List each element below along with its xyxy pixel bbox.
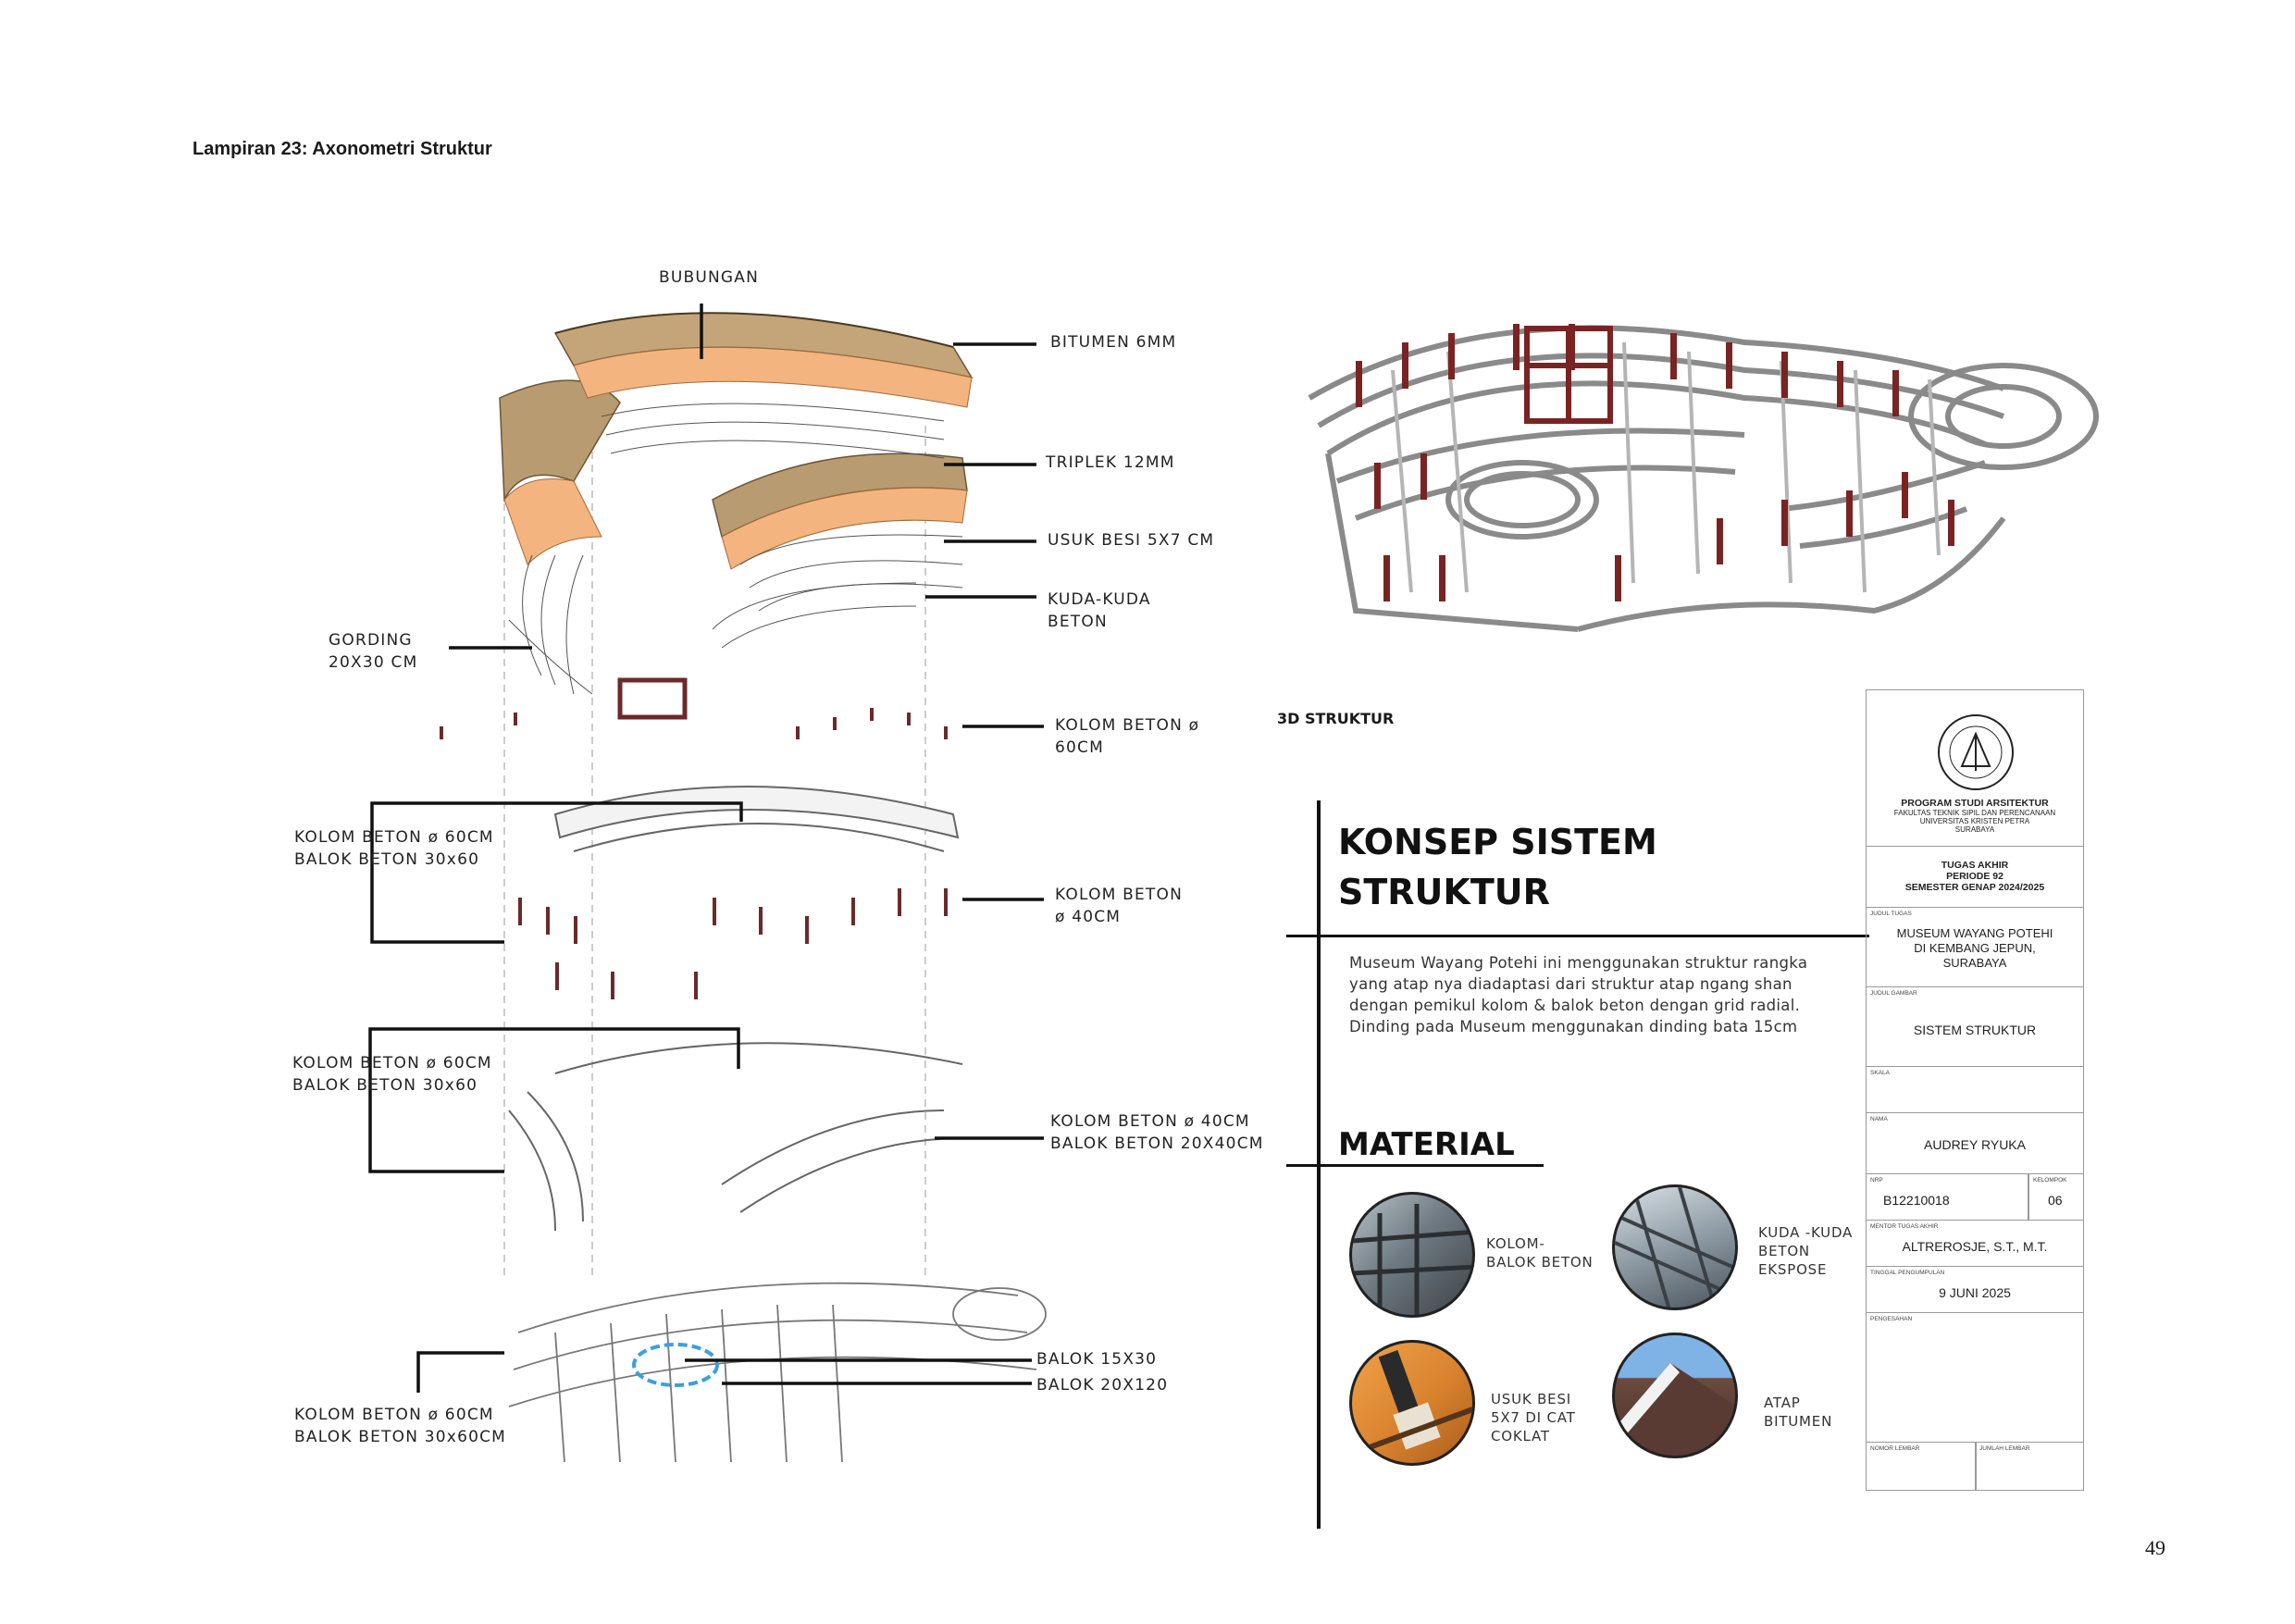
tb-judul-gambar: SISTEM STRUKTUR: [1913, 1023, 2037, 1037]
tb-city: SURABAYA: [1954, 825, 1995, 834]
roof-layer-bitumen: [499, 312, 974, 539]
tb-university: UNIVERSITAS KRISTEN PETRA: [1919, 817, 2030, 825]
tb-skala-label: SKALA: [1870, 1070, 1890, 1076]
label-triplek: TRIPLEK 12MM: [1046, 453, 1175, 472]
label-3d-struktur: 3D STRUKTUR: [1277, 710, 1395, 727]
3d-grid: [1391, 341, 1941, 593]
tb-skala-cell: SKALA: [1867, 1066, 2083, 1112]
material-label-usuk-besi: USUK BESI 5X7 DI CAT COKLAT: [1491, 1391, 1576, 1444]
beam-level-2: [553, 786, 960, 852]
material-label-kuda-kuda: KUDA -KUDA BETON EKSPOSE: [1758, 1224, 1854, 1278]
column-layer-top: [440, 677, 948, 739]
tb-faculty: FAKULTAS TEKNIK SIPIL DAN PERENCANAAN: [1893, 809, 2056, 817]
tb-pengesahan-cell: PENGESAHAN: [1867, 1312, 2083, 1442]
column-layer-2: [518, 888, 948, 999]
konsep-title: KONSEP SISTEM STRUKTUR: [1338, 822, 1657, 912]
university-seal-icon: [1938, 714, 2014, 790]
tb-tugas-1: TUGAS AKHIR: [1941, 860, 2009, 871]
tb-nrp-divider: [2028, 1174, 2029, 1221]
material-underline: [1286, 1164, 1544, 1167]
material-image-usuk-besi: [1349, 1340, 1475, 1466]
konsep-paragraph: Museum Wayang Potehi ini menggunakan str…: [1349, 954, 1808, 1035]
label-kolom-balok-3: KOLOM BETON ø 60CM BALOK BETON 30x60CM: [294, 1406, 507, 1446]
material-title: MATERIAL: [1338, 1126, 1515, 1163]
tb-nama: AUDREY RYUKA: [1924, 1137, 2026, 1152]
tb-mentor-cell: MENTOR TUGAS AKHIR ALTREROSJE, S.T., M.T…: [1867, 1220, 2083, 1266]
tb-kelompok-label: KELOMPOK: [2033, 1177, 2067, 1184]
material-image-kuda-kuda: [1612, 1184, 1738, 1310]
tb-lembar-cell: NOMOR LEMBAR JUMLAH LEMBAR: [1867, 1442, 2083, 1491]
tb-mentor: ALTREROSJE, S.T., M.T.: [1902, 1239, 2048, 1254]
label-kuda-kuda: KUDA-KUDA BETON: [1048, 590, 1151, 631]
title-block: PROGRAM STUDI ARSITEKTUR FAKULTAS TEKNIK…: [1866, 689, 2084, 1491]
material-label-atap-bitumen: ATAP BITUMEN: [1764, 1395, 1833, 1430]
tb-tanggal-label: TINGGAL PENGUMPULAN: [1870, 1270, 1945, 1276]
leader-lines: [368, 304, 1044, 1393]
material-image-atap-bitumen: [1612, 1333, 1738, 1458]
tb-nrp-label: NRP: [1870, 1177, 1883, 1184]
tb-tugas-cell: TUGAS AKHIR PERIODE 92 SEMESTER GENAP 20…: [1867, 846, 2083, 907]
tb-nomor-label: NOMOR LEMBAR: [1870, 1445, 1920, 1452]
3d-beams: [1308, 325, 2099, 632]
tb-kelompok: 06: [2048, 1193, 2063, 1208]
tb-judul-tugas: MUSEUM WAYANG POTEHI DI KEMBANG JEPUN, S…: [1896, 926, 2053, 970]
label-gording: GORDING 20X30 CM: [329, 631, 418, 672]
3d-columns: [1356, 324, 1954, 601]
beam-level-ground: [508, 1282, 1047, 1463]
label-kolom-balok-2: KOLOM BETON ø 60CM BALOK BETON 30x60: [292, 1054, 492, 1095]
tb-judul-gambar-cell: JUDUL GAMBAR SISTEM STRUKTUR: [1867, 986, 2083, 1066]
figure-caption: Lampiran 23: Axonometri Struktur: [192, 139, 492, 159]
tb-tanggal: 9 JUNI 2025: [1939, 1285, 2011, 1300]
tb-tugas-2: PERIODE 92: [1946, 871, 2003, 882]
roof-framing: [508, 403, 963, 695]
label-usuk: USUK BESI 5X7 CM: [1048, 531, 1215, 550]
tb-lembar-divider: [1975, 1443, 1977, 1491]
tb-nama-cell: NAMA AUDREY RYUKA: [1867, 1112, 2083, 1173]
label-kolom-balok-1: KOLOM BETON ø 60CM BALOK BETON 30x60: [294, 828, 494, 869]
material-image-kolom-balok: [1349, 1192, 1475, 1318]
tb-nrp: B12210018: [1883, 1193, 1950, 1208]
tb-judul-gambar-label: JUDUL GAMBAR: [1870, 990, 1917, 997]
tb-judul-tugas-label: JUDUL TUGAS: [1870, 911, 1912, 917]
konsep-underline: [1286, 935, 1869, 937]
page-number: 49: [2145, 1536, 2165, 1559]
tb-jumlah-label: JUMLAH LEMBAR: [1979, 1445, 2030, 1452]
tb-logo-cell: PROGRAM STUDI ARSITEKTUR FAKULTAS TEKNIK…: [1867, 690, 2083, 846]
label-balok-15x30: BALOK 15X30: [1036, 1350, 1158, 1369]
tb-tugas-3: SEMESTER GENAP 2024/2025: [1904, 882, 2045, 893]
label-kolom-60: KOLOM BETON ø 60CM: [1055, 716, 1200, 757]
tb-tanggal-cell: TINGGAL PENGUMPULAN 9 JUNI 2025: [1867, 1266, 2083, 1312]
tb-mentor-label: MENTOR TUGAS AKHIR: [1870, 1223, 1939, 1230]
label-kolom-balok-40: KOLOM BETON ø 40CM BALOK BETON 20X40CM: [1050, 1112, 1264, 1153]
tb-pengesahan-label: PENGESAHAN: [1870, 1316, 1913, 1322]
label-bitumen: BITUMEN 6MM: [1050, 333, 1177, 352]
tb-program: PROGRAM STUDI ARSITEKTUR: [1901, 798, 2049, 809]
axonometric-drawing: [368, 304, 1047, 1463]
3d-tower: [1524, 326, 1613, 424]
material-label-kolom-balok: KOLOM- BALOK BETON: [1486, 1235, 1594, 1271]
3d-structure-drawing: [1308, 324, 2099, 632]
tb-nama-label: NAMA: [1870, 1116, 1888, 1122]
roof-layer-triplek: [503, 346, 973, 570]
label-balok-20x120: BALOK 20X120: [1036, 1376, 1169, 1395]
label-bubungan: BUBUNGAN: [659, 268, 760, 287]
tb-judul-tugas-cell: JUDUL TUGAS MUSEUM WAYANG POTEHI DI KEMB…: [1867, 907, 2083, 986]
beam-level-3: [508, 1042, 963, 1232]
tb-nrp-cell: NRP B12210018 KELOMPOK 06: [1867, 1173, 2083, 1221]
label-kolom-40: KOLOM BETON ø 40CM: [1055, 886, 1184, 926]
